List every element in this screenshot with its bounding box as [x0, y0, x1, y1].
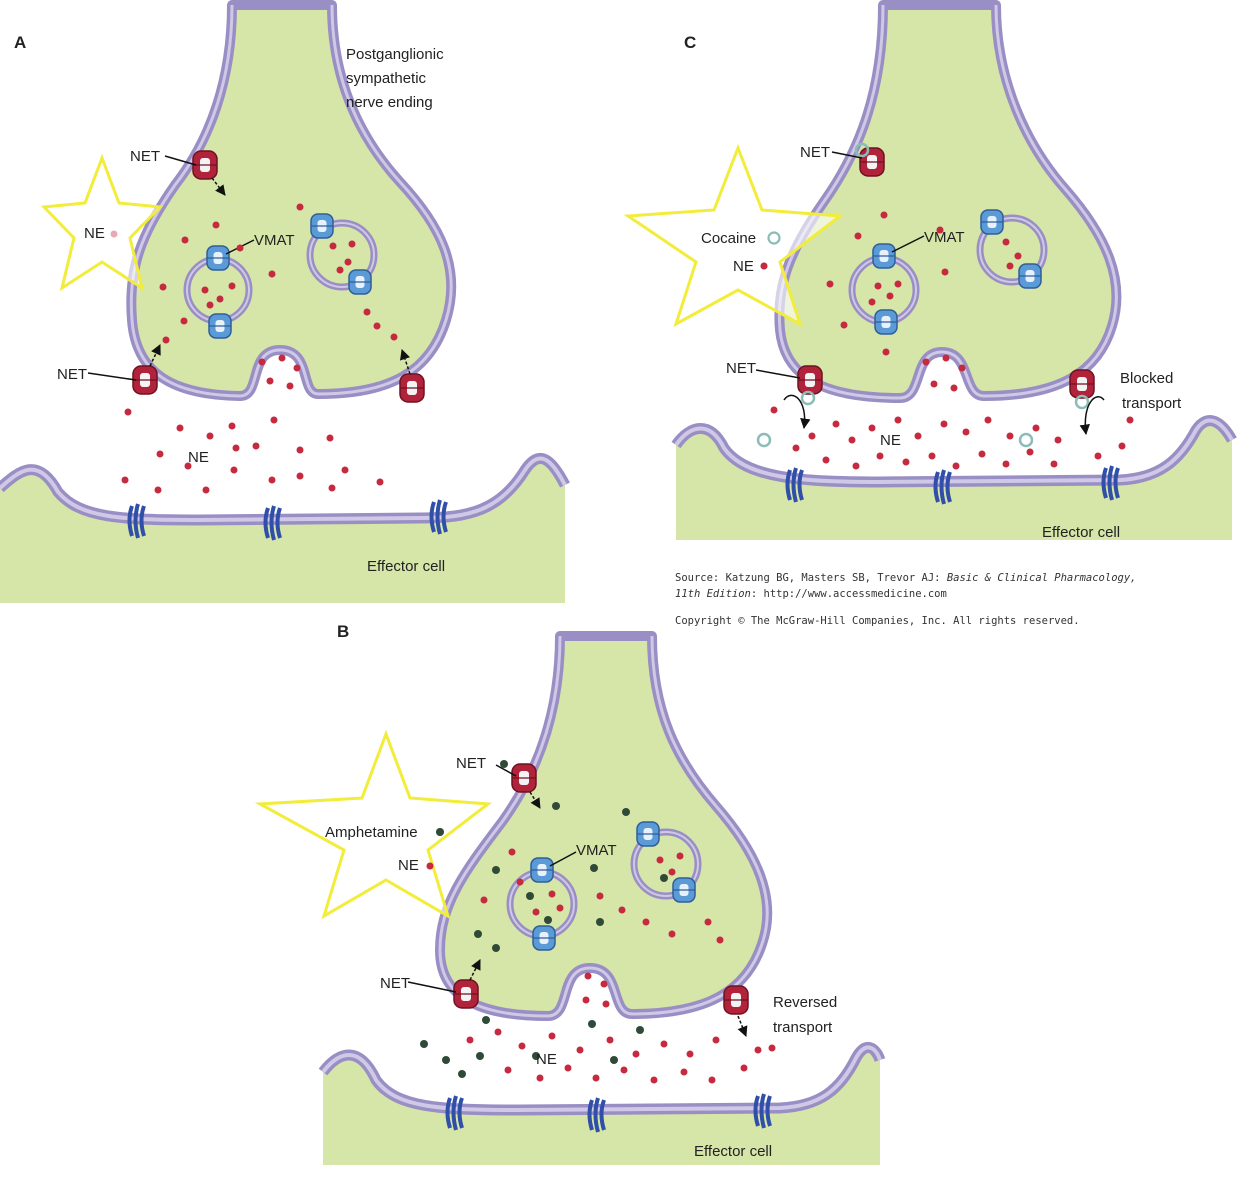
panel-letter-a: A	[14, 33, 26, 52]
net-c-left	[797, 365, 823, 395]
panel-b: B NET Amphetamine NE VMAT NET NE Reverse…	[254, 622, 886, 1165]
vmat-b2	[532, 925, 556, 951]
net-label-b-top: NET	[456, 755, 486, 772]
terminal-title-a: Postganglionic sympathetic nerve ending	[346, 46, 448, 111]
star-ne-symbol-b	[426, 862, 434, 870]
vmat-b3	[636, 821, 660, 847]
net-label-c-top: NET	[800, 144, 830, 161]
vmat-b4	[672, 877, 696, 903]
net-label-b-left: NET	[380, 975, 410, 992]
net-label-a-left: NET	[57, 366, 87, 383]
cleft-ne-label-a: NE	[188, 449, 209, 466]
panel-c: C NET Cocaine NE VMAT NET NE Blocked tra…	[623, 0, 1237, 541]
net-b-top	[511, 763, 537, 793]
source-edition: 11th Edition	[675, 588, 751, 600]
net-b-right	[723, 985, 749, 1015]
effector-label-c: Effector cell	[1042, 524, 1120, 541]
net-a-top	[192, 150, 218, 180]
source-book: Basic & Clinical Pharmacology,	[947, 572, 1137, 584]
star-b	[254, 729, 493, 920]
vmat-label-a: VMAT	[254, 232, 295, 249]
source-citation: Source: Katzung BG, Masters SB, Trevor A…	[675, 572, 1136, 627]
cleft-ne-label-b: NE	[536, 1051, 557, 1068]
cleft-ne-label-c: NE	[880, 432, 901, 449]
vmat-a2	[208, 313, 232, 339]
effector-cell-c	[671, 415, 1237, 540]
svg-text:11th Edition: http://www.acces: 11th Edition: http://www.accessmedicine.…	[675, 588, 947, 600]
star-cocaine-symbol	[767, 231, 781, 245]
ne-dots-b	[426, 848, 776, 1084]
amphetamine-dots-b	[420, 760, 668, 1078]
source-copyright: Copyright © The McGraw-Hill Companies, I…	[675, 615, 1080, 627]
vmat-b1	[530, 857, 554, 883]
net-label-c-left: NET	[726, 360, 756, 377]
net-a-left	[132, 365, 158, 395]
source-url: : http://www.accessmedicine.com	[751, 588, 947, 600]
cocaine-label: Cocaine	[701, 230, 756, 247]
star-ne-label-c: NE	[733, 258, 754, 275]
star-ne-symbol-c	[760, 262, 768, 270]
cocaine-rings-c	[756, 432, 1034, 448]
vmat-a1	[206, 245, 230, 271]
reversed-transport-label: Reversed transport	[773, 994, 841, 1036]
vmat-label-b: VMAT	[576, 842, 617, 859]
ne-dots-c	[760, 211, 1134, 470]
star-ne-label-b: NE	[398, 857, 419, 874]
ne-dots-a	[110, 203, 398, 494]
net-label-a-top: NET	[130, 148, 160, 165]
vmat-c1	[872, 243, 896, 269]
effector-label-a: Effector cell	[367, 558, 445, 575]
net-b-left	[453, 979, 479, 1009]
panel-a: A Postganglionic sympathetic nerve endin…	[0, 0, 570, 603]
star-amphetamine-symbol	[436, 828, 444, 836]
source-prefix: Source: Katzung BG, Masters SB, Trevor A…	[675, 572, 947, 584]
panel-letter-b: B	[337, 622, 349, 641]
svg-text:Source: Katzung BG, Masters SB: Source: Katzung BG, Masters SB, Trevor A…	[675, 572, 1136, 584]
star-a	[40, 153, 164, 292]
amphetamine-label: Amphetamine	[325, 824, 418, 841]
vmat-a4	[348, 269, 372, 295]
nerve-terminal-c	[774, 0, 1122, 403]
star-ne-label-a: NE	[84, 225, 105, 242]
vmat-c3	[980, 209, 1004, 235]
vmat-c2	[874, 309, 898, 335]
nerve-terminal-a	[126, 0, 457, 401]
vmat-label-c: VMAT	[924, 229, 965, 246]
panel-letter-c: C	[684, 33, 696, 52]
net-c-right	[1069, 369, 1095, 399]
vmat-c4	[1018, 263, 1042, 289]
nerve-terminal-b	[435, 631, 773, 1021]
vmat-a3	[310, 213, 334, 239]
effector-cell-a	[0, 453, 570, 603]
effector-label-b: Effector cell	[694, 1143, 772, 1160]
effector-cell-b	[318, 1042, 886, 1165]
blocked-transport-label: Blocked transport	[1120, 370, 1182, 412]
star-c	[623, 143, 845, 328]
net-c-top	[859, 147, 885, 177]
net-a-right	[399, 373, 425, 403]
